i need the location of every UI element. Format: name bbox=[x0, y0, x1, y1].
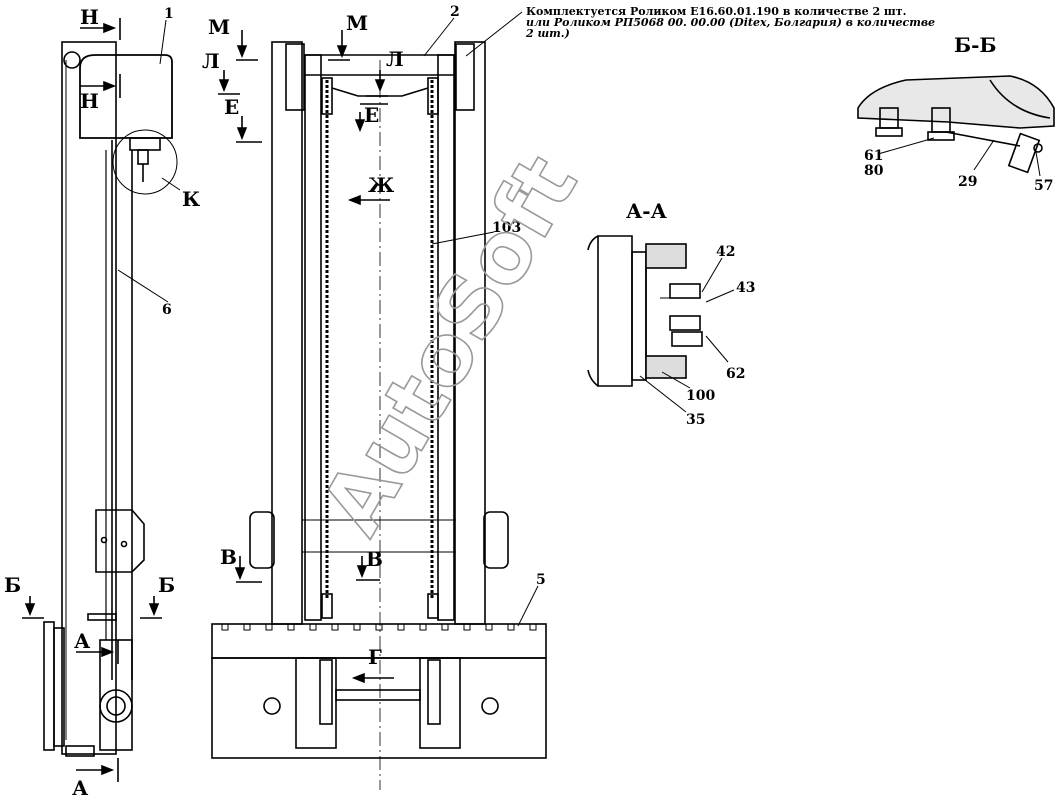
callout-42: 42 bbox=[716, 244, 735, 260]
view-label-b-right: Б bbox=[158, 573, 175, 597]
section-aa-title: А-А bbox=[626, 199, 668, 223]
view-label-m-left: М bbox=[208, 15, 230, 39]
callout-35: 35 bbox=[686, 412, 705, 428]
view-label-a-upper: А bbox=[74, 629, 91, 653]
view-label-a-lower: А bbox=[72, 776, 89, 800]
callout-103: 103 bbox=[492, 220, 521, 236]
callout-1: 1 bbox=[164, 6, 174, 22]
view-label-g: Г bbox=[368, 645, 382, 669]
note-block: Комплектуется Роликом Е16.60.01.190 в ко… bbox=[525, 5, 935, 40]
note-line-1: Комплектуется Роликом Е16.60.01.190 в ко… bbox=[526, 5, 906, 18]
part-callouts: 1 2 5 6 103 42 43 62 100 35 61 80 29 57 bbox=[162, 4, 1053, 588]
view-label-l-left: Л bbox=[202, 49, 220, 73]
view-label-n-lower: Н bbox=[80, 89, 99, 113]
front-view bbox=[211, 41, 547, 790]
view-markers bbox=[22, 18, 394, 782]
callout-57: 57 bbox=[1034, 178, 1053, 194]
view-label-zh: Ж bbox=[368, 173, 395, 197]
view-label-b-left: Б bbox=[4, 573, 21, 597]
view-label-l-right: Л bbox=[386, 47, 404, 71]
callout-100: 100 bbox=[686, 388, 715, 404]
section-bb-title: Б-Б bbox=[954, 33, 996, 57]
section-bb bbox=[857, 75, 1055, 174]
callout-2: 2 bbox=[450, 4, 460, 20]
callout-61: 61 bbox=[864, 148, 883, 164]
callout-6: 6 bbox=[162, 302, 172, 318]
callout-62: 62 bbox=[726, 366, 745, 382]
callout-5: 5 bbox=[536, 572, 546, 588]
view-label-e-right: Е bbox=[364, 103, 379, 127]
view-label-v-right: В bbox=[366, 547, 383, 571]
section-aa bbox=[587, 235, 703, 387]
leader-lines bbox=[117, 11, 1041, 627]
view-label-k: К bbox=[182, 187, 200, 211]
side-view bbox=[43, 41, 178, 757]
callout-43: 43 bbox=[736, 280, 755, 296]
note-line-3: 2 шт.) bbox=[525, 27, 570, 40]
view-label-n-top: Н bbox=[80, 5, 99, 29]
note-line-2: или Роликом РП5068 00. 00.00 (Ditex, Бол… bbox=[526, 16, 935, 29]
view-label-m-right: М bbox=[346, 11, 368, 35]
view-letters: Н Н М М Л Л Е Е К Ж В В Г Б Б А А bbox=[4, 5, 404, 800]
view-label-e-left: Е bbox=[224, 95, 239, 119]
watermark: AutoSoft bbox=[302, 139, 596, 550]
callout-29: 29 bbox=[958, 174, 977, 190]
view-label-v-left: В bbox=[220, 545, 237, 569]
section-titles: А-А Б-Б bbox=[626, 33, 996, 223]
callout-80: 80 bbox=[864, 163, 884, 179]
